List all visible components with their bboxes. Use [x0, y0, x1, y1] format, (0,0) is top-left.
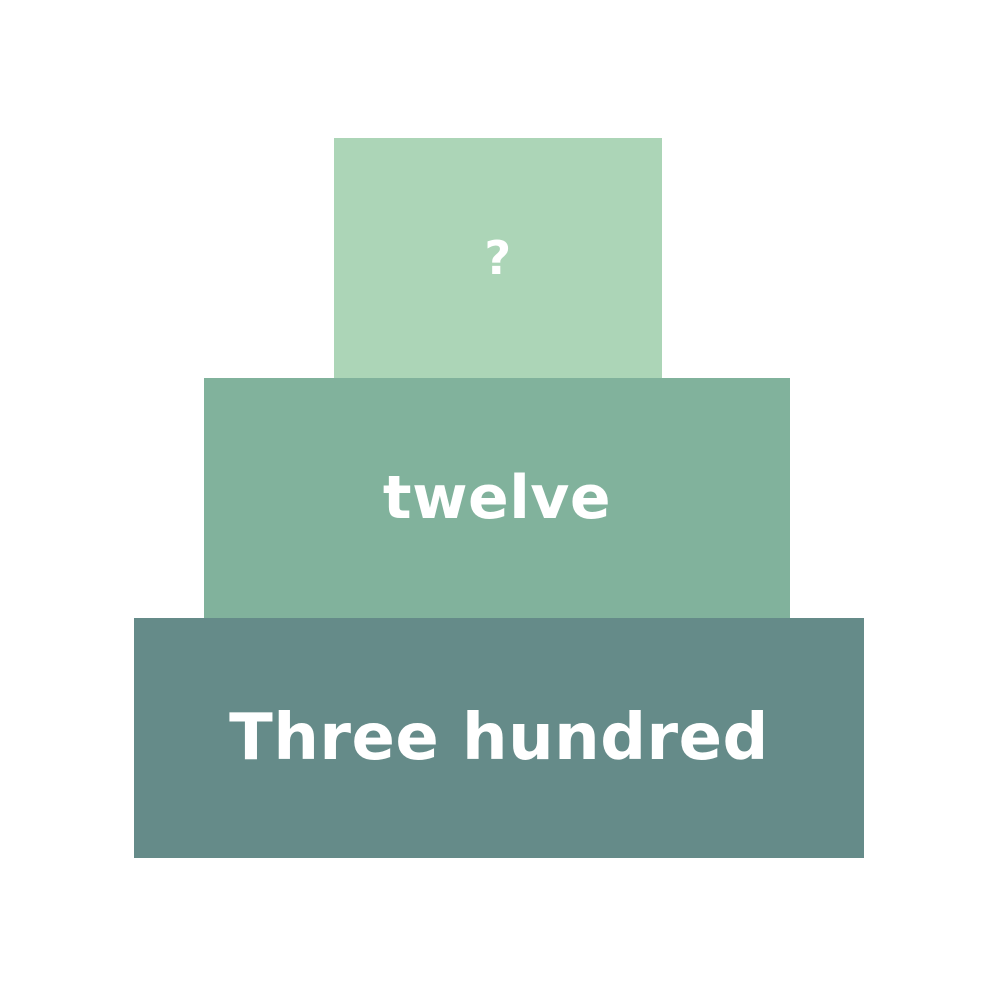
pyramid-middle-block: twelve	[204, 378, 790, 618]
pyramid-bottom-block: Three hundred	[134, 618, 864, 858]
pyramid-top-label: ?	[484, 231, 512, 285]
pyramid-bottom-label: Three hundred	[229, 701, 769, 775]
pyramid-middle-label: twelve	[382, 463, 612, 533]
pyramid-top-block: ?	[334, 138, 662, 378]
